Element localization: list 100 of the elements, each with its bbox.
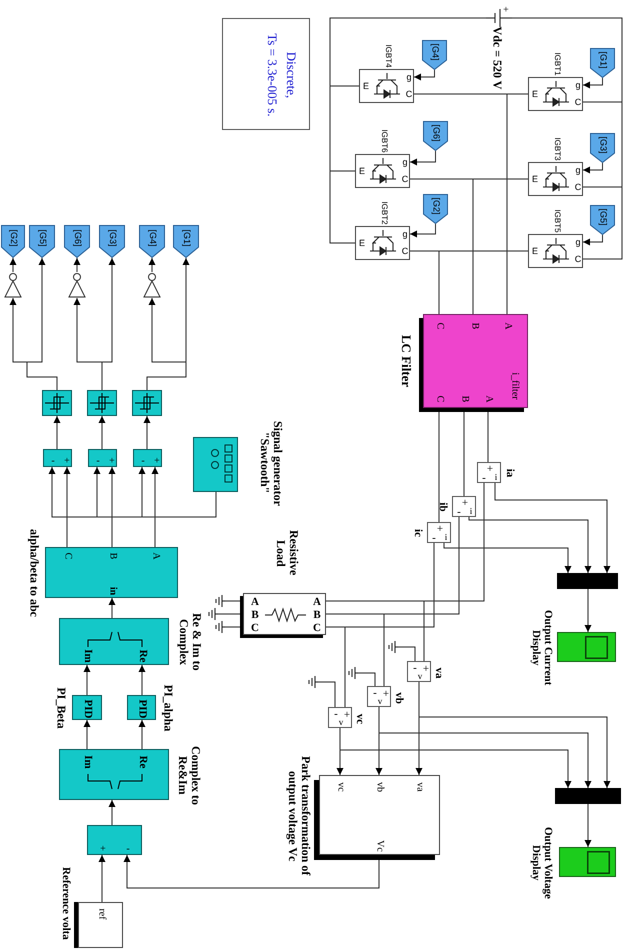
- block-label: Resistive Load: [274, 529, 300, 578]
- not-gate: [142, 272, 162, 298]
- sign-label: +: [382, 688, 390, 700]
- wire: [326, 626, 346, 708]
- port-label: C: [402, 175, 408, 185]
- block-label: Re & Im to Complex: [176, 612, 204, 673]
- signal-arrow: [108, 466, 116, 548]
- ground-symbol: [386, 641, 398, 653]
- port-label: va: [414, 782, 426, 792]
- polarity-sign: +: [503, 4, 509, 16]
- signal-arrow: [148, 258, 156, 272]
- mux-bar: [555, 788, 621, 804]
- meter-label: vb: [392, 692, 406, 704]
- block-label: IGBT4: [383, 44, 392, 68]
- port-label: A: [484, 395, 494, 403]
- not-gate: [3, 272, 23, 298]
- block-label: Reference volta: [60, 867, 72, 940]
- wire: [398, 646, 416, 662]
- port-label: C: [402, 247, 408, 257]
- block-label: Output Current Display: [530, 609, 554, 688]
- port-label: C: [434, 322, 446, 330]
- sum-block: [133, 449, 162, 467]
- signal-arrow: [410, 150, 436, 166]
- port-label: A: [251, 596, 259, 608]
- goto-tag: [590, 205, 615, 235]
- signal-arrow: [74, 258, 80, 272]
- signal-arrow: [410, 224, 436, 238]
- ground-symbol: [213, 595, 225, 607]
- ground-symbol: [206, 608, 218, 620]
- ground-symbol: [346, 667, 358, 679]
- goto-tag: [423, 121, 448, 151]
- signal-arrow: [26, 258, 58, 390]
- block-label: IGBT2: [379, 201, 388, 225]
- port-label: Re: [136, 756, 150, 768]
- tag-label: [G3]: [107, 230, 117, 247]
- port-label: A: [313, 596, 321, 608]
- port-label: vc: [336, 782, 346, 792]
- goto-tag: [1, 225, 25, 258]
- port-label: g: [406, 73, 412, 83]
- signal-arrow: [64, 466, 70, 548]
- sign-label: -: [457, 506, 461, 518]
- tag-label: [G2]: [430, 198, 440, 214]
- port-label: E: [363, 82, 369, 92]
- goto-tag: [29, 225, 55, 258]
- port-label: B: [313, 608, 321, 622]
- source-label: Vdc = 520 V: [490, 26, 504, 90]
- meter-label: ic: [412, 529, 424, 537]
- tag-label: [G1]: [598, 52, 608, 68]
- signal-arrow: [414, 70, 435, 80]
- port-label: i_filter: [510, 372, 520, 400]
- sign-label: -: [413, 662, 417, 674]
- port-label: v: [338, 718, 344, 728]
- tag-label: [G5]: [598, 208, 608, 226]
- wire: [326, 600, 424, 662]
- sign-label: +: [462, 496, 468, 510]
- signal-arrow: [144, 416, 150, 450]
- signal-arrow: [138, 664, 146, 696]
- sign-label: -: [432, 532, 436, 544]
- sum-block: [43, 449, 72, 467]
- port-label: i: [444, 533, 448, 543]
- meter-label: ia: [504, 468, 516, 478]
- port-label: C: [313, 622, 321, 634]
- mux-bar: [557, 573, 618, 589]
- sum-block: [88, 449, 117, 467]
- ground-symbol: [213, 621, 225, 633]
- port-label: vb: [374, 782, 386, 792]
- solver-setting: Discrete,: [284, 52, 298, 98]
- solver-settings-block: [222, 18, 310, 130]
- signal-arrow: [584, 588, 592, 632]
- port-label: E: [532, 175, 538, 185]
- tag-label: [G4]: [147, 230, 157, 247]
- meter-label: vc: [354, 714, 366, 724]
- meter-label: va: [432, 668, 446, 678]
- sign-label: +: [64, 456, 70, 466]
- signal-arrow: [152, 466, 158, 548]
- wire: [330, 18, 486, 244]
- port-label: E: [532, 90, 538, 100]
- port-label: g: [402, 158, 408, 168]
- wire: [318, 682, 336, 708]
- signal-arrow: [138, 720, 146, 750]
- ground-symbol: [306, 676, 318, 688]
- tag-label: [G3]: [598, 136, 608, 154]
- port-label: i: [494, 473, 498, 483]
- signal-arrow: [98, 854, 106, 902]
- goto-tag: [590, 133, 615, 163]
- goto-tag: [173, 225, 199, 258]
- signal-arrow: [340, 728, 572, 788]
- block-label: PI_alpha: [161, 684, 175, 732]
- sign-label: -: [482, 472, 486, 484]
- port-label: A: [502, 322, 514, 330]
- signal-arrow: [378, 706, 592, 788]
- tag-label: [G4]: [430, 44, 440, 60]
- signal-arrow: [444, 542, 572, 574]
- port-label: g: [576, 166, 580, 176]
- signal-arrow: [468, 516, 592, 574]
- port-label: Re: [136, 650, 150, 662]
- block-label: IGBT3: [552, 137, 561, 161]
- block-label: LC Filter: [398, 334, 414, 388]
- goto-tag: [590, 48, 615, 78]
- goto-tag: [139, 225, 165, 258]
